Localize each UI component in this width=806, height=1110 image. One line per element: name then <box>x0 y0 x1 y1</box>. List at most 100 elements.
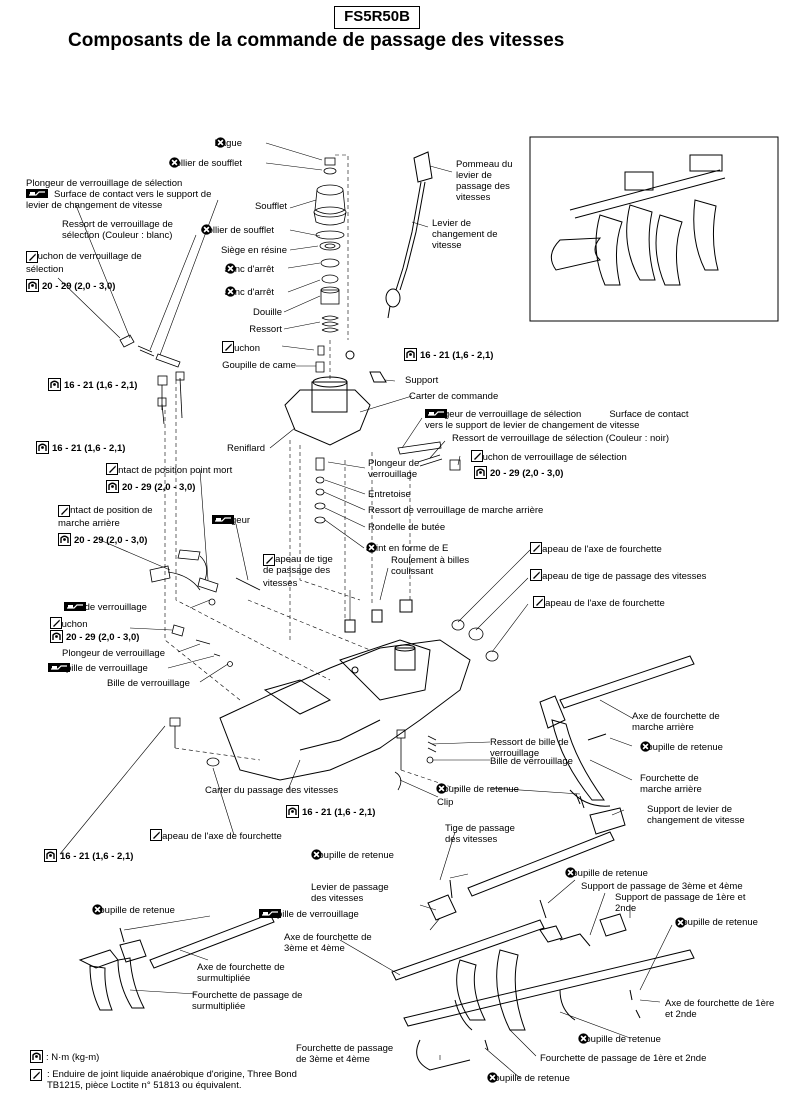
label-axe-1-2: Axe de fourchette de 1ère et 2nde <box>665 998 775 1020</box>
label-fourchette-3-4: Fourchette de passage de 3ème et 4ème <box>296 1043 394 1065</box>
label-goupille-came: Goupille de came <box>222 360 296 371</box>
reverse-fork-drawing <box>539 655 695 835</box>
label-bille-verrouillage-2: Bille de verrouillage <box>107 678 190 689</box>
label-plongeur-verrouillage-2: Plongeur de verrouillage <box>62 648 165 659</box>
label-ressort-selection-blanc: Ressort de verrouillage de sélection (Co… <box>62 219 173 241</box>
label-ressort-marche-arriere: Ressort de verrouillage de marche arrièr… <box>368 505 544 516</box>
leader-lines <box>57 142 673 1079</box>
discard-x-icon <box>565 867 661 878</box>
torque-wrench-icon <box>106 480 119 493</box>
label-levier: Levier de changement de vitesse <box>432 218 498 251</box>
label-reniflard: Reniflard <box>227 443 266 454</box>
discard-x-icon <box>225 286 287 297</box>
label-pommeau: Pommeau du levier de passage des vitesse… <box>456 159 513 203</box>
shift-lever-drawing <box>385 151 433 319</box>
torque-wrench-icon <box>58 533 71 546</box>
label-goupille-verrouillage: Goupille de verrouillage <box>48 663 176 674</box>
label-contact-marche-arriere: Contact de position de marche arrière <box>58 505 153 529</box>
label-axe-marche-arriere: Axe de fourchette de marche arrière <box>632 711 720 733</box>
label-carter-passage: Carter du passage des vitesses <box>205 785 339 796</box>
torque-wrench-icon <box>48 378 61 391</box>
label-chapeau-axe-1: Chapeau de l'axe de fourchette <box>530 542 689 555</box>
sealant-wrench-icon <box>106 463 246 475</box>
torque-wrench-icon <box>286 805 299 818</box>
sealant-wrench-icon <box>150 829 309 841</box>
torque-wrench-icon <box>26 279 39 292</box>
label-axe-surmultipliee: Axe de fourchette de surmultipliée <box>197 962 285 984</box>
label-axe-3-4: Axe de fourchette de 3ème et 4ème <box>284 932 372 954</box>
oil-can-icon <box>425 409 606 418</box>
label-chapeau-axe-3: Chapeau de l'axe de fourchette <box>150 829 309 842</box>
oil-can-icon <box>64 602 172 611</box>
label-fourchette-1-2: Fourchette de passage de 1ère et 2nde <box>540 1053 707 1064</box>
discard-x-icon <box>222 341 273 353</box>
label-ressort-bille: Ressort de bille de verrouillage <box>490 737 569 759</box>
label-plongeur-verrouillage: Plongeur de verrouillage <box>368 458 420 480</box>
oil-can-icon <box>259 909 384 918</box>
label-ressort: Ressort <box>249 324 282 335</box>
label-goupille-retenue-2: Goupille de retenue <box>436 783 532 795</box>
label-plongeur: Plongeur <box>212 515 278 526</box>
legend-torque: : N·m (kg-m) <box>30 1050 99 1063</box>
label-goupille-retenue-8: Goupille de retenue <box>487 1072 583 1084</box>
discard-x-icon <box>530 542 675 554</box>
label-levier-passage: Levier de passage des vitesses <box>311 882 389 904</box>
label-fourchette-surmultipliee: Fourchette de passage de surmultipliée <box>192 990 303 1012</box>
label-chapeau-tige-right: Chapeau de tige de passage des vitesses <box>530 569 733 582</box>
discard-x-icon <box>436 783 532 794</box>
case-bolts <box>169 717 437 791</box>
torque-bouchon-left: 20 - 29 (2,0 - 3,0) <box>26 279 115 292</box>
page-title: Composants de la commande de passage des… <box>68 30 565 51</box>
discard-x-icon <box>150 829 295 841</box>
discard-x-icon <box>487 1072 583 1083</box>
discard-x-icon <box>578 1033 674 1044</box>
discard-x-icon <box>675 917 686 941</box>
label-siege-resine: Siège en résine <box>220 245 287 256</box>
lower-assembly-drawing <box>78 879 695 1071</box>
label-rondelle-butee: Rondelle de butée <box>368 522 446 533</box>
boot-stack-drawing <box>313 157 347 373</box>
label-douille: Douille <box>252 307 282 318</box>
discard-x-icon <box>92 904 188 915</box>
torque-bouchon-2: 20 - 29 (2,0 - 3,0) <box>50 630 139 643</box>
sealant-wrench-icon <box>533 596 692 608</box>
torque-wrench-icon <box>44 849 57 862</box>
assembly-dashed-lines <box>164 154 461 791</box>
sealant-wrench-icon <box>471 450 641 462</box>
label-bille-verrouillage-3: Bille de verrouillage <box>490 756 573 767</box>
label-collier-soufflet: Collier de soufflet <box>169 157 255 169</box>
model-code: FS5R50B <box>334 6 420 29</box>
discard-x-icon <box>214 137 255 148</box>
torque-wrench-icon <box>404 348 417 361</box>
sealant-wrench-icon <box>58 505 134 528</box>
label-contact-point-mort: Contact de position point mort <box>106 463 246 476</box>
label-goupille-retenue-5: Goupille de retenue <box>92 904 188 916</box>
label-goupille-retenue-4: Goupille de retenue <box>565 867 661 879</box>
label-plongeur-selection: Plongeur de verrouillage de sélection <box>26 178 183 189</box>
label-bille-verrouillage-1: Bille de verrouillage <box>64 602 175 613</box>
sealant-wrench-icon <box>530 542 689 554</box>
legend-sealant: : Enduire de joint liquide anaérobique d… <box>30 1069 300 1091</box>
oil-can-icon <box>48 663 173 672</box>
label-bouchon: Bouchon <box>222 341 287 354</box>
sealant-wrench-icon <box>30 1069 44 1081</box>
label-bouchon-selection-left: Bouchon de verrouillage de sélection <box>26 251 142 275</box>
label-bague: Bague <box>215 137 255 149</box>
caps-column <box>451 619 499 662</box>
label-chapeau-axe-2: Chapeau de l'axe de fourchette <box>533 596 692 609</box>
label-collier-soufflet-2: Collier de soufflet <box>201 224 287 236</box>
torque-contact-pm: 20 - 29 (2,0 - 3,0) <box>106 480 195 493</box>
torque-bolt-left-2: 16 - 21 (1,6 - 2,1) <box>36 441 125 454</box>
torque-bolt-left-1: 16 - 21 (1,6 - 2,1) <box>48 378 137 391</box>
sealant-wrench-icon <box>263 554 324 588</box>
torque-wrench-icon <box>50 630 63 643</box>
label-carter-commande: Carter de commande <box>409 391 499 402</box>
inset-frame <box>529 136 779 322</box>
position-switches <box>149 549 261 667</box>
torque-wrench-icon <box>36 441 49 454</box>
label-soufflet: Soufflet <box>254 201 287 212</box>
torque-contact-ma: 20 - 29 (2,0 - 3,0) <box>58 533 147 546</box>
